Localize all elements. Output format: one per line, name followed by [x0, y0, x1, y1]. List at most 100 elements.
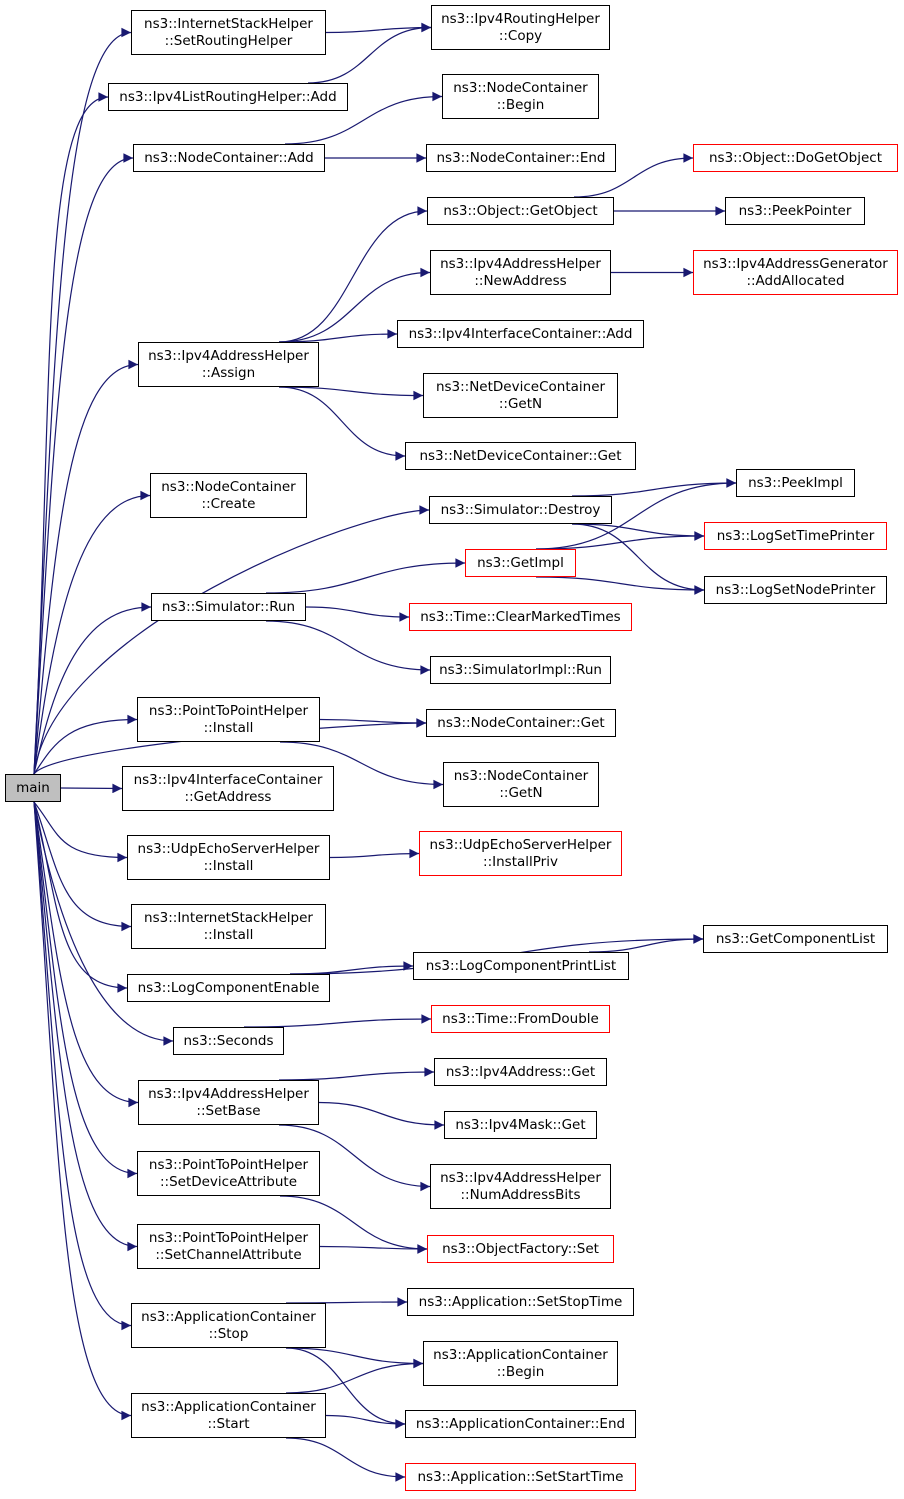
node-p2p-setdeviceattr[interactable]: ns3::PointToPointHelper::SetDeviceAttrib… — [137, 1151, 320, 1196]
node-label-line: ns3::NodeContainer — [453, 79, 588, 96]
node-logcomponentenable[interactable]: ns3::LogComponentEnable — [127, 974, 330, 1002]
node-label-line: ns3::Simulator::Destroy — [440, 501, 601, 518]
node-ipv4addr-get[interactable]: ns3::Ipv4Address::Get — [434, 1058, 607, 1086]
node-getimpl[interactable]: ns3::GetImpl — [465, 549, 576, 577]
node-ipv4ah-newaddress[interactable]: ns3::Ipv4AddressHelper::NewAddress — [430, 250, 611, 295]
edge-ipv4ah-assign-to-ipv4ic-add — [278, 329, 398, 343]
node-label-line: ns3::InternetStackHelper — [144, 909, 313, 926]
node-label-line: ::Begin — [496, 1363, 545, 1380]
node-ndc-getn[interactable]: ns3::NetDeviceContainer::GetN — [423, 373, 618, 418]
edge-main-to-nc-add — [33, 153, 134, 775]
node-label-line: ns3::UdpEchoServerHelper — [429, 836, 612, 853]
edge-sim-destroy-to-peekimpl — [571, 478, 737, 497]
node-ish-install[interactable]: ns3::InternetStackHelper::Install — [131, 904, 326, 949]
node-peekimpl[interactable]: ns3::PeekImpl — [736, 469, 855, 497]
edge-main-to-seconds — [33, 801, 174, 1046]
edge-ac-start-to-ac-begin — [285, 1358, 424, 1394]
node-udpes-installpriv[interactable]: ns3::UdpEchoServerHelper::InstallPriv — [419, 831, 622, 876]
node-label-line: ns3::InternetStackHelper — [144, 15, 313, 32]
node-nc-getn[interactable]: ns3::NodeContainer::GetN — [443, 762, 599, 807]
edge-main-to-p2p-setchannelattr — [33, 801, 138, 1252]
edge-main-to-ipv4lrh-add — [33, 92, 109, 775]
node-ipv4lrh-add[interactable]: ns3::Ipv4ListRoutingHelper::Add — [108, 83, 348, 111]
edge-getimpl-to-peekimpl — [535, 478, 737, 550]
node-label-line: ns3::Application::SetStartTime — [417, 1468, 624, 1485]
node-label-line: ns3::ObjectFactory::Set — [442, 1240, 599, 1257]
node-ac-start[interactable]: ns3::ApplicationContainer::Start — [131, 1393, 326, 1438]
node-label-line: ns3::Object::DoGetObject — [708, 149, 883, 166]
node-obj-dogetobject[interactable]: ns3::Object::DoGetObject — [693, 144, 898, 172]
node-ipv4rh-copy[interactable]: ns3::Ipv4RoutingHelper::Copy — [431, 5, 610, 50]
node-p2p-setchannelattr[interactable]: ns3::PointToPointHelper::SetChannelAttri… — [137, 1224, 320, 1269]
node-ipv4ah-numaddrbits[interactable]: ns3::Ipv4AddressHelper::NumAddressBits — [430, 1164, 611, 1209]
node-nc-end[interactable]: ns3::NodeContainer::End — [426, 144, 616, 172]
node-label-line: ns3::NodeContainer::Get — [437, 714, 605, 731]
node-nc-create[interactable]: ns3::NodeContainer::Create — [150, 473, 307, 518]
node-label-line: ns3::Simulator::Run — [161, 598, 296, 615]
node-ac-stop[interactable]: ns3::ApplicationContainer::Stop — [131, 1303, 326, 1348]
node-label-line: ns3::ApplicationContainer::End — [415, 1415, 626, 1432]
edge-main-to-ipv4ah-setbase — [33, 801, 139, 1108]
node-label-line: ns3::Ipv4AddressHelper — [148, 347, 309, 364]
node-nc-begin[interactable]: ns3::NodeContainer::Begin — [442, 74, 599, 119]
node-label-line: ns3::LogComponentPrintList — [425, 957, 617, 974]
edge-sim-run-to-time-clearmarked — [305, 606, 410, 622]
node-label-line: ns3::Ipv4Address::Get — [445, 1063, 596, 1080]
node-getcomponentlist[interactable]: ns3::GetComponentList — [703, 925, 888, 953]
node-logsettimeprinter[interactable]: ns3::LogSetTimePrinter — [704, 522, 887, 550]
node-simimpl-run[interactable]: ns3::SimulatorImpl::Run — [430, 656, 611, 684]
node-ipv4ic-getaddress[interactable]: ns3::Ipv4InterfaceContainer::GetAddress — [122, 766, 334, 811]
node-ipv4ah-assign[interactable]: ns3::Ipv4AddressHelper::Assign — [138, 342, 319, 387]
node-nc-add[interactable]: ns3::NodeContainer::Add — [133, 144, 325, 172]
node-ipv4mask-get[interactable]: ns3::Ipv4Mask::Get — [444, 1111, 597, 1139]
node-seconds[interactable]: ns3::Seconds — [173, 1027, 284, 1055]
node-sim-run[interactable]: ns3::Simulator::Run — [151, 593, 306, 621]
node-label-line: main — [16, 779, 50, 796]
node-sim-destroy[interactable]: ns3::Simulator::Destroy — [429, 496, 612, 524]
edge-main-to-ac-stop — [33, 801, 132, 1331]
edge-ipv4ah-assign-to-obj-getobject — [278, 206, 428, 343]
node-objfactory-set[interactable]: ns3::ObjectFactory::Set — [427, 1235, 614, 1263]
edge-logcomponentenable-to-logcomponentprintlist — [289, 961, 414, 975]
node-time-clearmarked[interactable]: ns3::Time::ClearMarkedTimes — [409, 603, 632, 631]
node-ndc-get[interactable]: ns3::NetDeviceContainer::Get — [405, 442, 636, 470]
edge-sim-destroy-to-logsettimeprinter — [571, 523, 705, 541]
node-label-line: ns3::Ipv4InterfaceContainer::Add — [408, 325, 633, 342]
node-ish-setrouting[interactable]: ns3::InternetStackHelper::SetRoutingHelp… — [131, 10, 326, 55]
node-main[interactable]: main — [5, 774, 61, 802]
edge-ac-stop-to-ac-begin — [285, 1347, 424, 1369]
node-time-fromdouble[interactable]: ns3::Time::FromDouble — [431, 1005, 610, 1033]
node-label-line: ns3::LogSetNodePrinter — [715, 581, 876, 598]
edge-main-to-ipv4ic-getaddress — [60, 783, 123, 794]
node-peekpointer[interactable]: ns3::PeekPointer — [725, 197, 865, 225]
node-ac-end[interactable]: ns3::ApplicationContainer::End — [405, 1410, 636, 1438]
node-label-line: ns3::LogComponentEnable — [137, 979, 320, 996]
node-ipv4ic-add[interactable]: ns3::Ipv4InterfaceContainer::Add — [397, 320, 644, 348]
node-label-line: ns3::GetComponentList — [715, 930, 876, 947]
node-logsetnodeprinter[interactable]: ns3::LogSetNodePrinter — [704, 576, 887, 604]
node-label-line: ns3::Ipv4AddressGenerator — [703, 255, 888, 272]
node-label-line: ::Begin — [496, 96, 545, 113]
node-ipv4ah-setbase[interactable]: ns3::Ipv4AddressHelper::SetBase — [138, 1080, 319, 1125]
edge-main-to-udpes-install — [33, 801, 128, 863]
node-nc-get[interactable]: ns3::NodeContainer::Get — [426, 709, 616, 737]
edge-getimpl-to-logsetnodeprinter — [535, 576, 705, 595]
node-ac-begin[interactable]: ns3::ApplicationContainer::Begin — [423, 1341, 618, 1386]
node-label-line: ns3::NodeContainer::Add — [144, 149, 314, 166]
node-ipv4ag-addallocated[interactable]: ns3::Ipv4AddressGenerator::AddAllocated — [693, 250, 898, 295]
node-label-line: ns3::Application::SetStopTime — [418, 1293, 623, 1310]
node-label-line: ::NumAddressBits — [460, 1186, 581, 1203]
node-logcomponentprintlist[interactable]: ns3::LogComponentPrintList — [413, 952, 629, 980]
edge-seconds-to-time-fromdouble — [243, 1014, 432, 1028]
node-p2p-install[interactable]: ns3::PointToPointHelper::Install — [137, 697, 320, 742]
node-label-line: ns3::PointToPointHelper — [148, 1229, 309, 1246]
node-label-line: ::Start — [207, 1415, 250, 1432]
node-udpes-install[interactable]: ns3::UdpEchoServerHelper::Install — [127, 835, 330, 880]
node-obj-getobject[interactable]: ns3::Object::GetObject — [427, 197, 614, 225]
edge-main-to-sim-destroy — [33, 505, 430, 775]
node-label-line: ::SetDeviceAttribute — [159, 1173, 298, 1190]
node-app-setstarttime[interactable]: ns3::Application::SetStartTime — [405, 1463, 636, 1491]
node-label-line: ::GetN — [499, 784, 543, 801]
edge-main-to-ipv4ah-assign — [33, 359, 139, 775]
node-app-setstoptime[interactable]: ns3::Application::SetStopTime — [407, 1288, 634, 1316]
